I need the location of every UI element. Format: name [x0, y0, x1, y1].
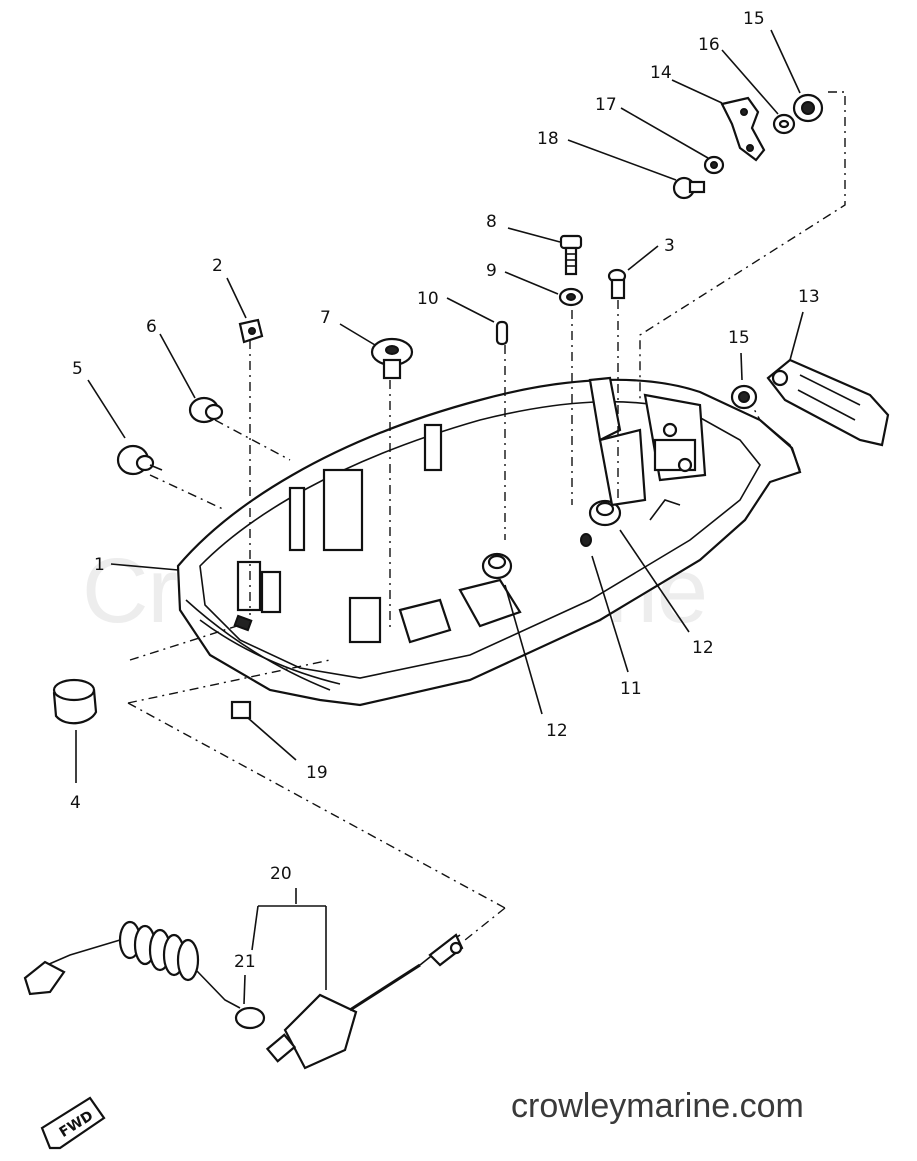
part-6-grommet: [188, 396, 224, 424]
callout-12-left: 12: [546, 721, 568, 741]
part-7-grommet: [370, 337, 414, 380]
callout-21: 21: [234, 952, 256, 972]
part-15-bushing-side: [730, 384, 758, 410]
leader-lines: [75, 29, 804, 1005]
callout-7: 7: [320, 308, 331, 328]
callout-15-top: 15: [743, 9, 765, 29]
callout-13: 13: [798, 287, 820, 307]
coiled-cord: [118, 920, 200, 982]
bottom-cowling: [176, 376, 802, 707]
callout-6: 6: [146, 317, 157, 337]
lanyard-switch-assembly: [23, 920, 464, 1070]
part-4-plug: [52, 678, 98, 725]
part-5-grommet: [116, 444, 163, 476]
callout-8: 8: [486, 212, 497, 232]
footer-site-name: crowleymarine.com: [511, 1087, 804, 1125]
part-19-plate: [230, 700, 252, 720]
part-13-lever: [766, 358, 890, 447]
part-17-washer: [703, 155, 725, 175]
callout-17: 17: [595, 95, 617, 115]
callout-14: 14: [650, 63, 672, 83]
part-8-bolt: [559, 234, 583, 276]
callout-5: 5: [72, 359, 83, 379]
part-10-pin: [495, 320, 509, 346]
callout-15-side: 15: [728, 328, 750, 348]
callout-12-right: 12: [692, 638, 714, 658]
fwd-arrow: FWD: [40, 1096, 106, 1150]
part-3-screw: [607, 268, 627, 300]
part-18-screw: [672, 176, 706, 200]
part-14-bracket: [720, 96, 766, 162]
callout-2: 2: [212, 256, 223, 276]
callout-labels: 1 2 3 4 5 6 7 8 9 10 11 12 12 13 14 15 1…: [70, 9, 820, 972]
callout-11: 11: [620, 679, 642, 699]
part-16-washer: [772, 113, 796, 135]
callout-3: 3: [664, 236, 675, 256]
callout-20: 20: [270, 864, 292, 884]
callout-18: 18: [537, 129, 559, 149]
part-15-bushing-top: [792, 93, 824, 123]
callout-4: 4: [70, 793, 81, 813]
callout-16: 16: [698, 35, 720, 55]
callout-1: 1: [94, 555, 105, 575]
assembly-lines: [127, 91, 846, 941]
callout-9: 9: [486, 261, 497, 281]
callout-19: 19: [306, 763, 328, 783]
part-2-clip: [238, 318, 264, 344]
part-9-washer: [558, 287, 584, 307]
callout-10: 10: [417, 289, 439, 309]
